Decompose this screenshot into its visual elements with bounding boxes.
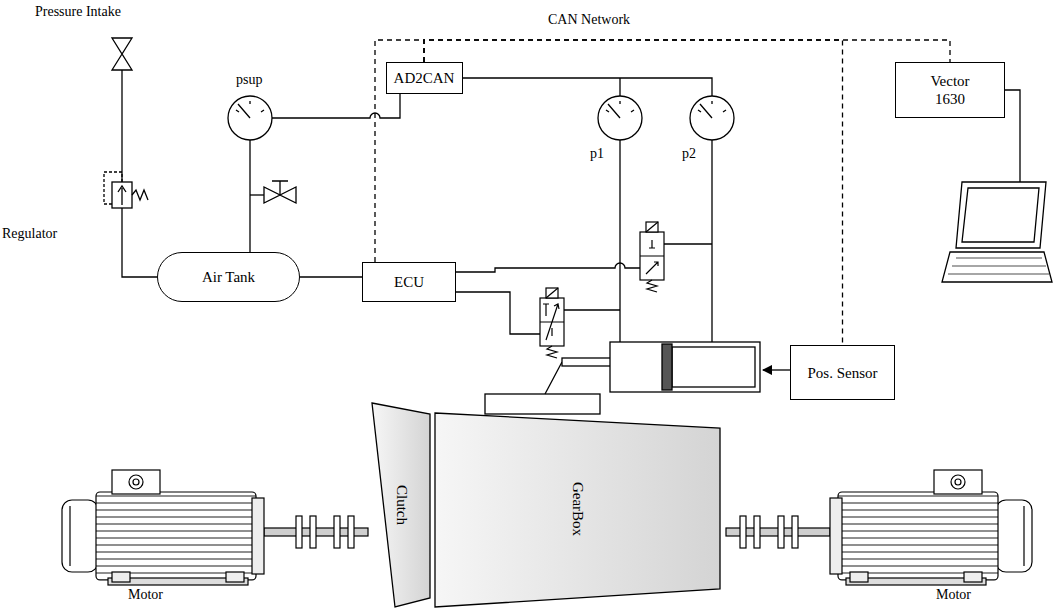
- drain-line: [250, 194, 264, 195]
- motor-left: [62, 470, 368, 585]
- can-bus-line: [424, 40, 950, 62]
- part-label: p2: [682, 146, 696, 163]
- regulator-line: [122, 208, 157, 277]
- sensor-arrow: [763, 369, 790, 370]
- part-label: p1: [590, 146, 604, 163]
- can-bus-line: [424, 40, 843, 345]
- chamber-line: [711, 140, 712, 342]
- intake-line: [121, 70, 122, 182]
- signal-line: [460, 78, 712, 96]
- node-text: GearBox: [570, 482, 588, 536]
- part-label: Regulator: [2, 226, 57, 243]
- chamber-line: [619, 140, 620, 342]
- pressure-gauges: [228, 96, 734, 140]
- motor-right: [726, 470, 1032, 585]
- logger-box: Vector 1630: [895, 62, 1005, 118]
- shift-housing: [485, 394, 600, 414]
- signal-line: [272, 94, 400, 118]
- part-label: Motor: [128, 587, 163, 604]
- drain-valve: [264, 181, 296, 203]
- clutch-shape-polygon: [372, 403, 430, 607]
- part-label: CAN Network: [548, 12, 630, 29]
- node-text: Air Tank: [202, 268, 255, 286]
- laptop-icon: [942, 182, 1052, 282]
- part-label: Pressure Intake: [35, 4, 121, 21]
- regulator-symbol: [104, 172, 148, 208]
- pipe-line: [300, 276, 362, 277]
- pneumatic-cylinder: [485, 342, 760, 414]
- part-label: Motor: [936, 587, 971, 604]
- usb-cable: [1005, 90, 1020, 182]
- part-label: psup: [236, 72, 262, 89]
- controller-box: ECU: [362, 262, 456, 302]
- gauge-line: [249, 140, 250, 252]
- node-text: Vector 1630: [915, 72, 985, 108]
- tank-box: Air Tank: [157, 252, 300, 302]
- intake-valve: [112, 38, 132, 70]
- node-text: Pos. Sensor: [807, 364, 877, 382]
- clutch-shape: Clutch: [372, 403, 432, 607]
- supply-line: [456, 263, 640, 272]
- pneumatic-lines: [122, 70, 1020, 342]
- solenoid-valves: [540, 222, 664, 358]
- sensor-box: Pos. Sensor: [790, 345, 895, 400]
- valve-outlet: [664, 243, 712, 244]
- supply-line: [456, 292, 540, 334]
- interface-box: AD2CAN: [386, 62, 463, 94]
- node-text: Clutch: [393, 485, 411, 525]
- valve-outlet: [564, 309, 620, 310]
- gearbox-shape: GearBox: [435, 411, 722, 607]
- gearbox-shape-polygon: [435, 413, 720, 607]
- node-text: AD2CAN: [394, 69, 455, 87]
- node-text: ECU: [394, 273, 424, 291]
